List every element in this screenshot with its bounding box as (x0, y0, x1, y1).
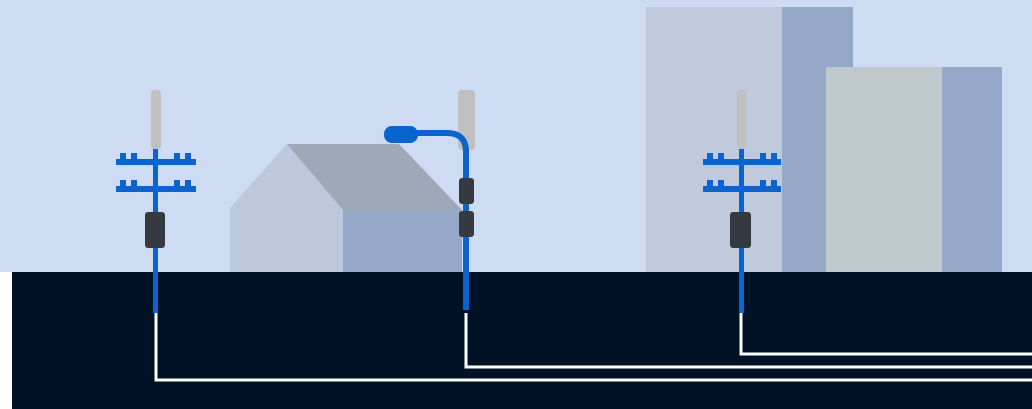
insulator (760, 180, 766, 187)
insulator (707, 180, 713, 187)
crossarm-upper (116, 159, 196, 165)
insulator (771, 180, 777, 187)
crossarm-lower (703, 186, 781, 192)
short-building-side (942, 67, 1002, 272)
street-light-arm (408, 130, 469, 310)
insulator (174, 153, 180, 160)
house (230, 144, 462, 272)
insulator (120, 180, 126, 187)
short-building-front (826, 67, 942, 272)
equipment-box (145, 212, 165, 248)
buildings (646, 7, 1002, 272)
right-utility-pole (703, 90, 781, 313)
insulator (771, 153, 777, 160)
insulator (174, 180, 180, 187)
equipment-box (459, 178, 474, 204)
house-side-wall (343, 210, 462, 272)
insulator (185, 153, 191, 160)
insulator (120, 153, 126, 160)
cable-street-light (464, 313, 1032, 369)
insulator (185, 180, 191, 187)
insulator (718, 180, 724, 187)
house-roof (287, 144, 462, 210)
underground-cables (154, 313, 1032, 382)
insulator (131, 180, 137, 187)
insulator (131, 153, 137, 160)
tall-building-front (646, 7, 782, 272)
insulator (718, 153, 724, 160)
cable-right-pole (739, 313, 1032, 356)
cable-left-pole (154, 313, 1032, 382)
left-utility-pole (116, 90, 196, 313)
ground (12, 272, 1032, 409)
crossarm-lower (116, 186, 196, 192)
insulator (707, 153, 713, 160)
antenna-icon (737, 90, 746, 149)
crossarm-upper (703, 159, 781, 165)
antenna-icon (151, 90, 161, 149)
equipment-box (730, 212, 751, 248)
equipment-box (459, 211, 474, 237)
insulator (760, 153, 766, 160)
street-lamp-head (384, 126, 418, 143)
street-light-pole (384, 90, 475, 310)
